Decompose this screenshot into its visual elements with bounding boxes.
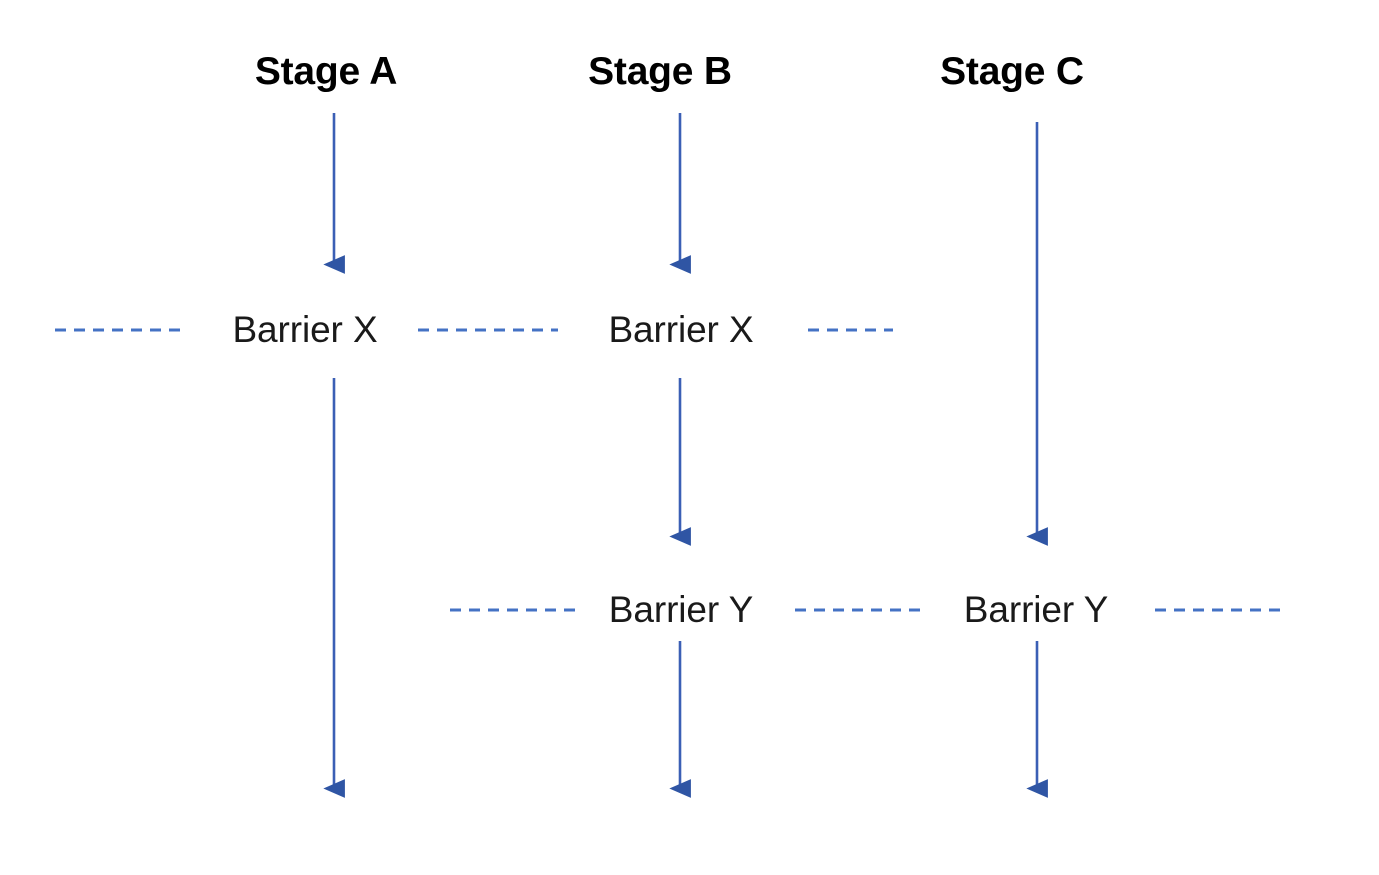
barrier-label-y-b: Barrier Y [600, 589, 762, 631]
barrier-label-y-c: Barrier Y [955, 589, 1117, 631]
dash-line-layer [55, 328, 1283, 612]
arrow-layer [323, 113, 1048, 798]
stage-label-a: Stage A [254, 50, 398, 93]
stage-label-b: Stage B [588, 50, 732, 93]
barrier-label-x-b: Barrier X [600, 309, 762, 351]
barrier-label-x-a: Barrier X [224, 309, 386, 351]
stage-label-c: Stage C [940, 50, 1084, 93]
